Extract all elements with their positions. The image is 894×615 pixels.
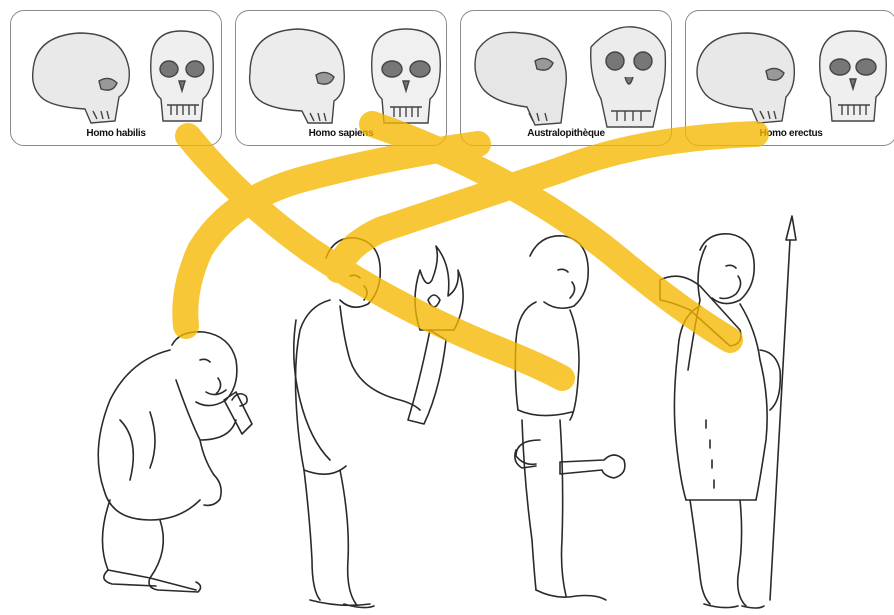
figure-hominid-with-torch[interactable]	[294, 238, 463, 608]
figure-hominid-with-spear[interactable]	[660, 216, 796, 608]
figure-hominid-with-club[interactable]	[515, 236, 625, 600]
figure-crouching-hominid[interactable]	[98, 332, 252, 592]
